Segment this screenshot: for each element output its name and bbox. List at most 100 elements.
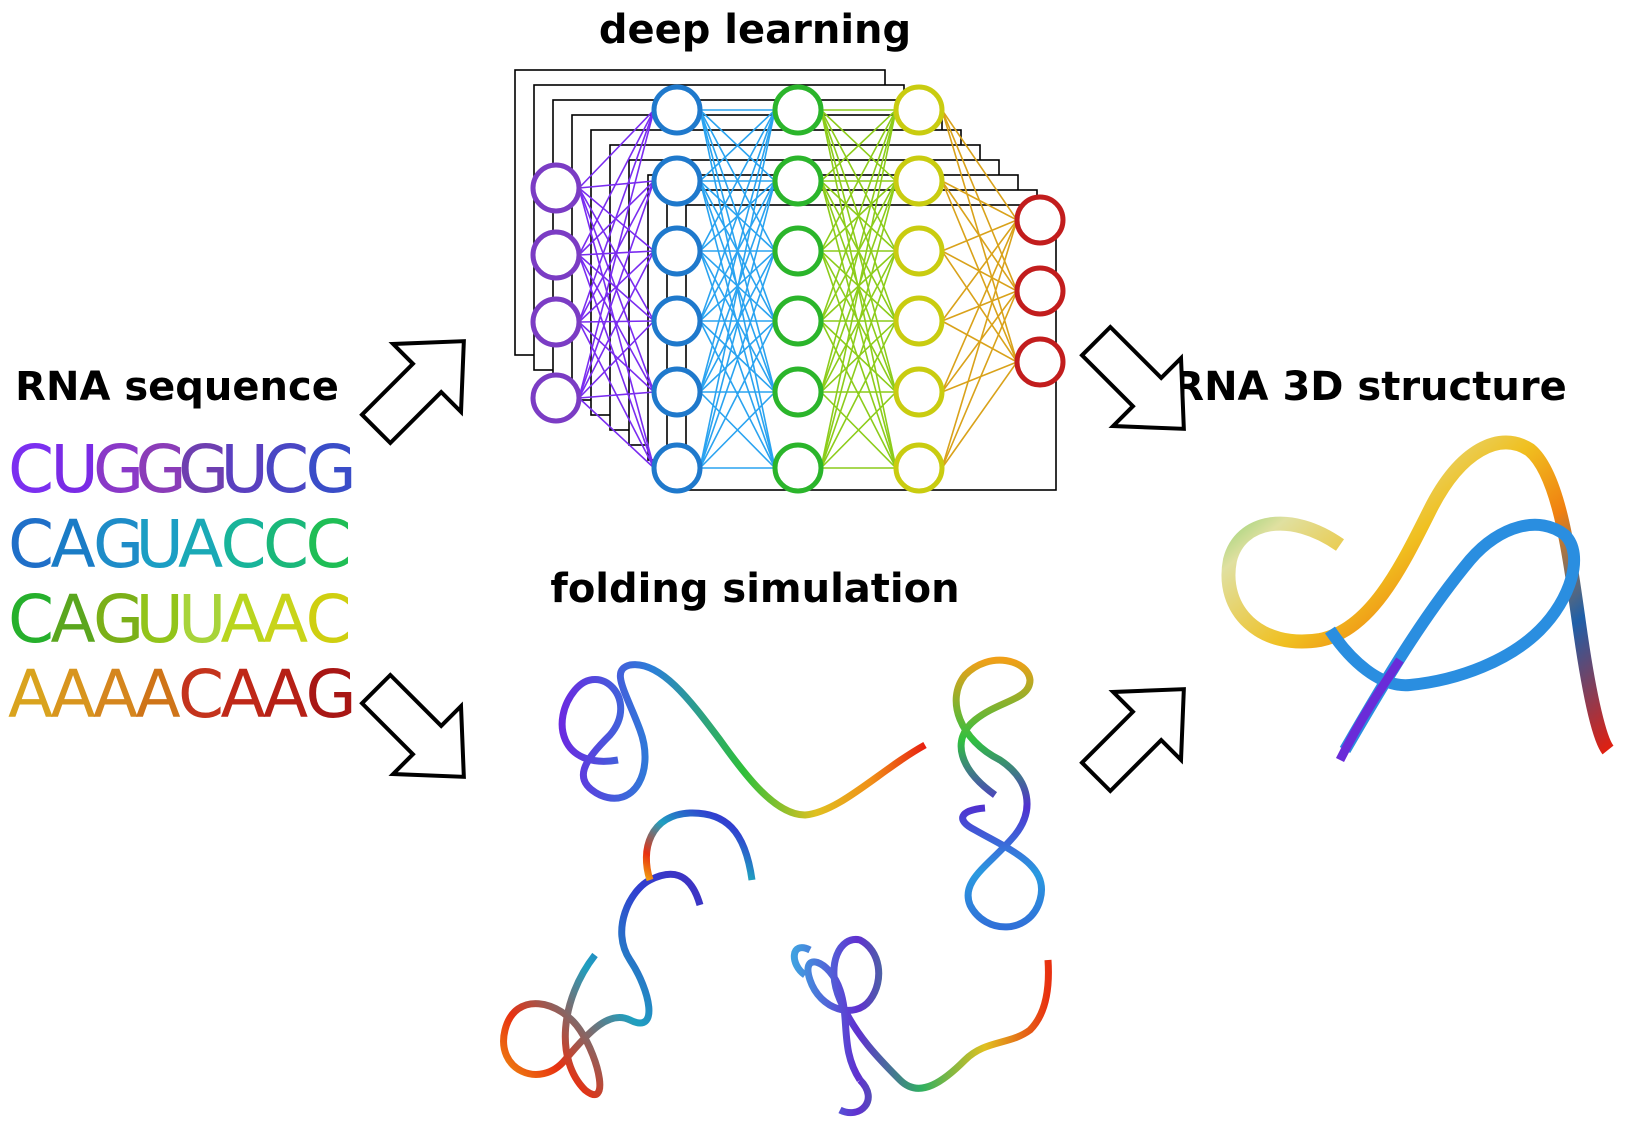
network-node [772, 366, 824, 418]
network-connection [941, 219, 1018, 322]
network-node [893, 295, 945, 347]
network-node [893, 84, 945, 136]
network-node [651, 84, 703, 136]
sequence-letter: A [263, 581, 308, 658]
folding-ribbon-3 [500, 809, 756, 1099]
network-connection [578, 321, 655, 393]
network-connection [578, 397, 655, 469]
network-connection [820, 109, 897, 322]
network-node [530, 372, 582, 424]
sequence-letter: A [263, 656, 308, 733]
network-node [530, 162, 582, 214]
sequence-letter: A [51, 581, 96, 658]
network-connection [578, 180, 655, 189]
network-node [1014, 265, 1066, 317]
network-node [651, 225, 703, 277]
network-connection [820, 180, 897, 469]
sequence-letter: G [93, 581, 144, 658]
network-node [893, 225, 945, 277]
sequence-letter: C [8, 581, 54, 658]
network-connection [820, 320, 897, 469]
network-node [530, 229, 582, 281]
network-connection [578, 391, 655, 399]
network-connection [578, 180, 655, 399]
sequence-letter: A [221, 656, 266, 733]
network-node [893, 442, 945, 494]
network-connection [578, 109, 655, 189]
network-node [772, 295, 824, 347]
network-connection [578, 250, 655, 323]
network-connection [699, 250, 776, 469]
sequence-letter: C [8, 431, 54, 508]
deep-learning-title: deep learning [599, 7, 911, 53]
network-node [1014, 194, 1066, 246]
network-node [772, 225, 824, 277]
arrow-to-deep-learning [359, 339, 466, 446]
network-connection [820, 250, 897, 469]
network-connection [820, 109, 897, 182]
sequence-letter: C [306, 581, 352, 658]
network-connection [578, 187, 655, 252]
folding-ribbon-1 [558, 661, 927, 819]
network-connection [941, 219, 1018, 252]
sequence-letter: G [93, 506, 144, 583]
arrow-from-folding-simulation [1079, 687, 1186, 794]
sequence-letter: A [178, 506, 223, 583]
arrow-to-folding-simulation [359, 672, 466, 779]
network-connection [578, 254, 655, 469]
rna-sequence-title: RNA sequence [15, 364, 339, 410]
sequence-letter: U [136, 581, 184, 658]
network-node [1014, 336, 1066, 388]
folding-ribbon-2 [952, 656, 1046, 931]
network-connection [699, 109, 776, 322]
sequence-letter: A [51, 506, 96, 583]
network-node [651, 295, 703, 347]
arrow-from-deep-learning [1079, 324, 1186, 431]
network-connection [820, 109, 897, 252]
sequence-letter: G [178, 431, 229, 508]
rna-3d-structure-ribbon [1221, 435, 1614, 763]
network-connection [820, 391, 897, 469]
network-node [530, 296, 582, 348]
network-connection [941, 180, 1018, 221]
sequence-letter: A [93, 656, 138, 733]
folding-ribbon-4 [790, 936, 1052, 1117]
network-connection [941, 219, 1018, 393]
network-connection [699, 109, 776, 182]
network-connections [578, 109, 1018, 469]
network-connection [941, 290, 1018, 469]
folding-simulation-title: folding simulation [550, 566, 959, 612]
network-connection [578, 250, 655, 399]
stacked-layer-frames [514, 69, 1057, 491]
network-connection [578, 320, 655, 399]
sequence-letter: G [136, 431, 187, 508]
network-node [651, 366, 703, 418]
sequence-letter: A [51, 656, 96, 733]
network-connection [699, 391, 776, 469]
network-node [893, 366, 945, 418]
network-connection [699, 320, 776, 393]
network-connection [941, 219, 1018, 469]
network-node [651, 442, 703, 494]
network-connection [578, 187, 655, 469]
sequence-letter: A [221, 581, 266, 658]
network-connection [820, 320, 897, 393]
sequence-letter: A [136, 656, 181, 733]
network-node [893, 155, 945, 207]
sequence-letter: C [221, 506, 267, 583]
network-connection [578, 109, 655, 399]
network-connection [578, 109, 655, 323]
network-connection [820, 109, 897, 393]
network-connection [699, 109, 776, 469]
network-connection [699, 109, 776, 393]
sequence-letter: G [306, 431, 357, 508]
sequence-letter: C [8, 506, 54, 583]
sequence-letter: G [93, 431, 144, 508]
sequence-letter: U [51, 431, 99, 508]
network-connection [578, 109, 655, 256]
sequence-letter: C [263, 431, 309, 508]
network-connection [941, 361, 1018, 393]
network-connection [941, 361, 1018, 469]
